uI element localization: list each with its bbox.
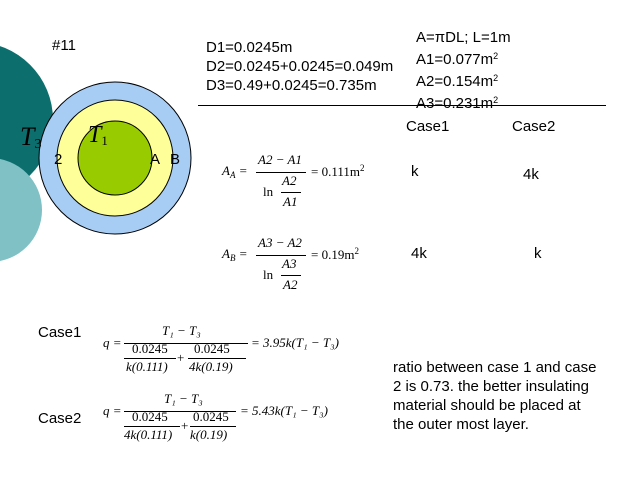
conclusion-line-4: the outer most layer. xyxy=(393,416,529,433)
eq-a-fraction-bar xyxy=(256,172,306,173)
eq-a-den-den: A1 xyxy=(283,194,298,209)
conclusion-line-1: ratio between case 1 and case xyxy=(393,359,597,376)
case1-rhs: = 3.95k(T₁ − T₃) xyxy=(251,335,339,350)
eq-b-inner-bar xyxy=(281,275,301,276)
area-a3: A3=0.231m2 xyxy=(416,95,499,112)
row-b-case2: k xyxy=(534,245,542,262)
area-a2: A2=0.154m2 xyxy=(416,73,499,90)
areas-block: A=πDL; L=1m A1=0.077m2 A2=0.154m2 A3=0.2… xyxy=(416,28,511,113)
label-layer-b: B xyxy=(170,151,181,168)
case2-term2-top: 0.0245 xyxy=(193,409,229,424)
case2-label: Case2 xyxy=(38,410,82,427)
eq-b-den-den: A2 xyxy=(283,277,298,292)
slide-number: #11 xyxy=(52,37,76,54)
eq-a-lhs: AA = xyxy=(222,163,248,180)
case2-term1-bar xyxy=(124,426,180,427)
eq-a-ln: ln xyxy=(263,184,274,199)
cylinder-diagram xyxy=(38,81,192,235)
case2-term2-bottom: k(0.19) xyxy=(190,427,228,442)
case2-q: q = xyxy=(103,403,122,418)
eq-a-inner-bar xyxy=(281,192,301,193)
case2-main-bar xyxy=(124,411,236,412)
label-radius-2: 2 xyxy=(54,151,63,168)
eq-a-numerator: A2 − A1 xyxy=(258,152,302,167)
area-a1: A1=0.077m2 xyxy=(416,51,499,68)
case2-header: Case2 xyxy=(512,118,556,135)
row-a-case1: k xyxy=(411,163,419,180)
row-b-case1: 4k xyxy=(411,245,427,262)
light-teal-arc xyxy=(0,158,42,262)
case2-numerator: T₁ − T₃ xyxy=(164,391,203,406)
case1-term1-bar xyxy=(124,358,176,359)
case2-term1-top: 0.0245 xyxy=(132,409,168,424)
diameters-block: D1=0.0245m D2=0.0245+0.0245=0.049m D3=0.… xyxy=(206,38,393,95)
eq-b-lhs: AB = xyxy=(222,246,248,263)
eq-a-rhs: = 0.111m2 xyxy=(311,163,365,179)
diameter-d3: D3=0.49+0.0245=0.735m xyxy=(206,77,377,94)
eq-b-fraction-bar xyxy=(256,255,306,256)
case2-plus: + xyxy=(181,418,189,433)
case2-term2-bar xyxy=(190,426,236,427)
case1-plus: + xyxy=(177,350,185,365)
case1-main-bar xyxy=(124,343,248,344)
inner-pipe xyxy=(77,120,153,196)
eq-b-den-num: A3 xyxy=(282,256,297,271)
case1-term2-bar xyxy=(188,358,246,359)
conclusion-line-2: 2 is 0.73. the better insulating xyxy=(393,378,589,395)
case1-label: Case1 xyxy=(38,324,82,341)
area-formula: A=πDL; L=1m xyxy=(416,29,511,46)
case1-numerator: T₁ − T₃ xyxy=(162,323,201,338)
eq-a-den-num: A2 xyxy=(282,173,297,188)
case1-term2-bottom: 4k(0.19) xyxy=(189,359,233,374)
eq-b-ln: ln xyxy=(263,267,274,282)
label-layer-a: A xyxy=(150,151,161,168)
eq-b-rhs: = 0.19m2 xyxy=(311,246,359,262)
case1-header: Case1 xyxy=(406,118,450,135)
label-t1: T1 xyxy=(88,122,108,148)
case2-term1-bottom: 4k(0.111) xyxy=(124,427,173,442)
eq-b-numerator: A3 − A2 xyxy=(258,235,302,250)
label-t3: T3 xyxy=(20,122,42,152)
case1-term1-top: 0.0245 xyxy=(132,341,168,356)
conclusion-line-3: material should be placed at xyxy=(393,397,581,414)
case1-term1-bottom: k(0.111) xyxy=(126,359,168,374)
case2-rhs: = 5.43k(T₁ − T₃) xyxy=(240,403,328,418)
row-a-case2: 4k xyxy=(523,166,539,183)
horizontal-rule xyxy=(198,105,606,106)
case1-term2-top: 0.0245 xyxy=(194,341,230,356)
diameter-d1: D1=0.0245m xyxy=(206,39,293,56)
conclusion-text: ratio between case 1 and case 2 is 0.73.… xyxy=(393,358,596,434)
case1-q: q = xyxy=(103,335,122,350)
diameter-d2: D2=0.0245+0.0245=0.049m xyxy=(206,58,394,75)
